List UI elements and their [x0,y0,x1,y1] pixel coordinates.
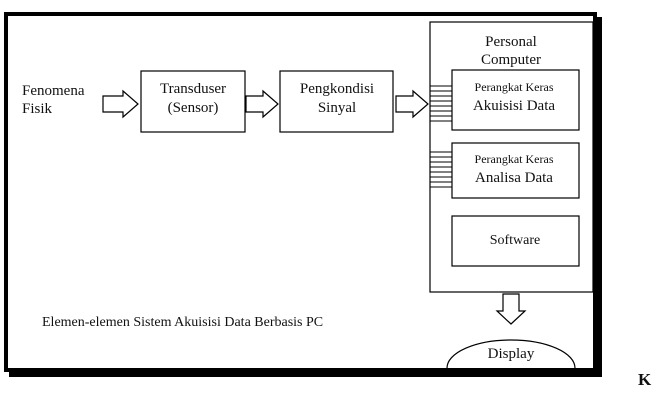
arrow-transducer-to-conditioner [245,89,279,119]
software-block [451,215,580,267]
arrow-conditioner-to-pc [395,89,429,119]
daq-card [451,69,580,131]
analysis-card-label-line1: Perangkat Keras [475,152,554,166]
daq-card-label-line2: Akuisisi Data [473,98,555,114]
daq-card-connector [430,85,452,122]
arrow-pc-to-display [495,293,527,325]
side-letter: K [638,370,652,389]
arrow-input-to-transducer [102,89,139,119]
software-label: Software [490,233,541,248]
analysis-card-label-line2: Analisa Data [475,170,553,186]
analysis-card [451,142,580,199]
transducer-block [140,70,246,133]
analysis-card-connector [430,151,452,188]
display-label: Display [488,346,535,362]
pc-title-line1: Personal [485,34,537,50]
daq-card-label-line1: Perangkat Keras [475,80,554,94]
transducer-label-line1: Transduser [160,81,226,97]
diagram-caption: Elemen-elemen Sistem Akuisisi Data Berba… [42,315,323,330]
transducer-label-line2: (Sensor) [168,100,219,116]
conditioner-label-line1: Pengkondisi [300,81,374,97]
conditioner-label-line2: Sinyal [318,100,356,116]
input-label-line2: Fisik [22,101,53,117]
conditioner-block [279,70,394,133]
input-label-line1: Fenomena [22,83,85,99]
pc-title-line2: Computer [481,52,541,68]
display-node [446,339,576,369]
